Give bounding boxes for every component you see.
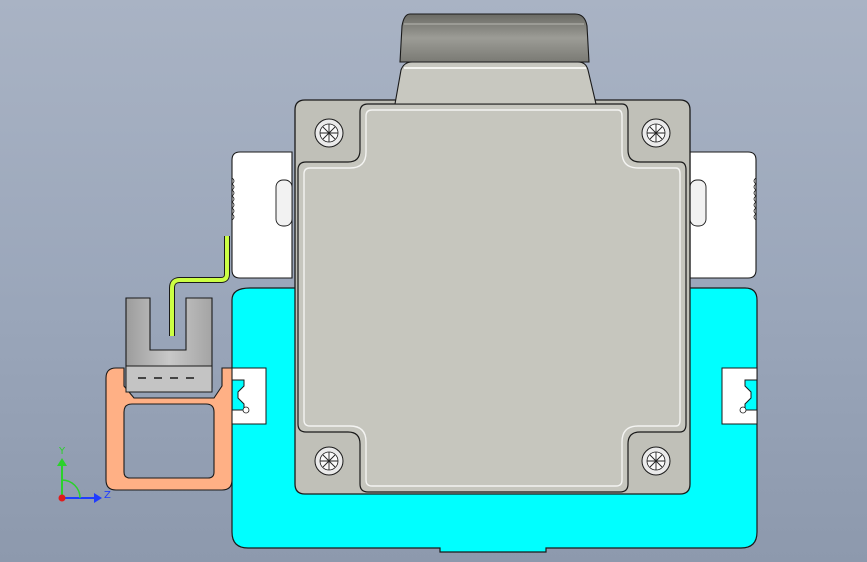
mounting-screw-bottom-right[interactable] [641,446,671,476]
mounting-screw-top-right[interactable] [641,118,671,148]
mounting-screw-bottom-left[interactable] [314,446,344,476]
right-t-slot [721,367,758,425]
slot-sensor[interactable] [125,297,213,393]
x-axis-point [58,494,66,502]
stepper-motor[interactable] [294,99,691,495]
motor-connector[interactable] [394,13,597,105]
y-axis-label: Y [58,446,66,457]
sensor-cable[interactable] [169,236,230,336]
orange-rail-profile[interactable] [105,367,233,491]
motor-front-face [297,103,687,493]
z-axis-label: Z [104,490,111,501]
white-bracket[interactable] [231,151,757,279]
left-t-slot [231,367,267,425]
coordinate-triad: Y Z [57,446,111,503]
mounting-screw-top-left[interactable] [314,118,344,148]
